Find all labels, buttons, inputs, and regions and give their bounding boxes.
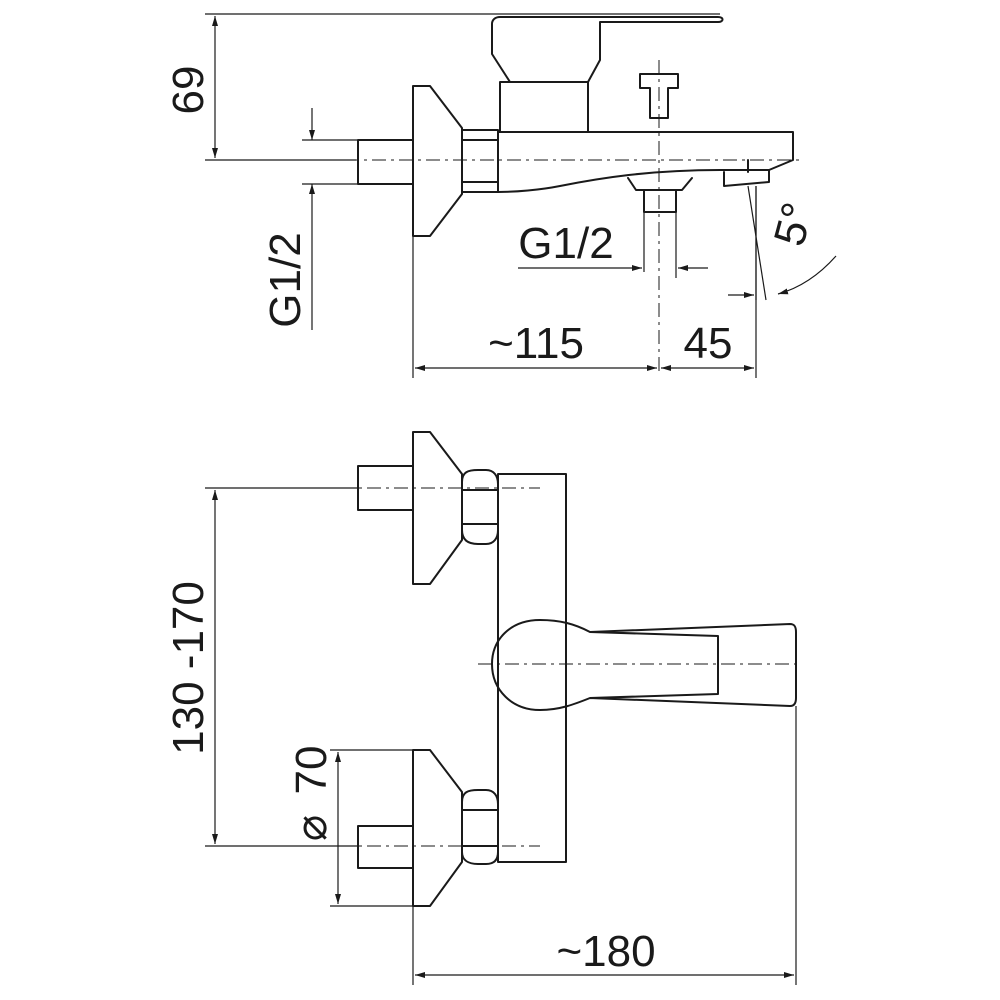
side-outlet-nozzle (627, 177, 693, 213)
dim-130-170-label: 130 -170 (164, 581, 213, 755)
dim-69-extension (205, 13, 720, 161)
lower-hex-nut (461, 789, 499, 865)
dim-180-extension (412, 706, 797, 985)
dim-70-extension (330, 749, 413, 907)
lower-wall-flange (412, 749, 463, 907)
angle-5-arc (777, 255, 837, 295)
thread-outlet-label: G1/2 (518, 219, 613, 268)
front-body (497, 473, 567, 863)
side-diverter-knob (639, 73, 679, 119)
dim-180-label: ~180 (556, 927, 655, 976)
side-hex-nut (461, 129, 499, 193)
front-center-lines (340, 487, 800, 847)
dim-69-label: 69 (164, 66, 213, 115)
angle-5-label: 5° (765, 198, 823, 251)
angle-5-lines (747, 185, 767, 301)
side-center-line (210, 60, 800, 372)
upper-wall-flange (412, 431, 463, 585)
thread-inlet-extension (302, 139, 358, 185)
diameter-symbol: ⌀ (287, 815, 336, 842)
dim-115-label: ~115 (488, 319, 584, 368)
lower-inlet-pipe (357, 825, 414, 869)
upper-hex-nut (461, 469, 499, 545)
thread-inlet-label: G1/2 (261, 232, 310, 327)
side-body (497, 131, 794, 193)
dim-70-label: 70 (287, 746, 336, 795)
dim-45-label: 45 (684, 319, 733, 368)
front-lever-handle (491, 619, 797, 711)
side-view: 69 G1/2 G1/2 ~115 45 5° (164, 13, 837, 378)
dim-130-170-extension (205, 487, 358, 847)
side-spout-aerator (723, 159, 770, 187)
side-inlet-pipe (357, 139, 414, 185)
front-view: 130 -170 70 ⌀ ~180 (164, 431, 800, 985)
side-wall-flange (412, 85, 463, 237)
thread-outlet-extension (643, 212, 677, 278)
side-lever-handle (491, 16, 724, 133)
